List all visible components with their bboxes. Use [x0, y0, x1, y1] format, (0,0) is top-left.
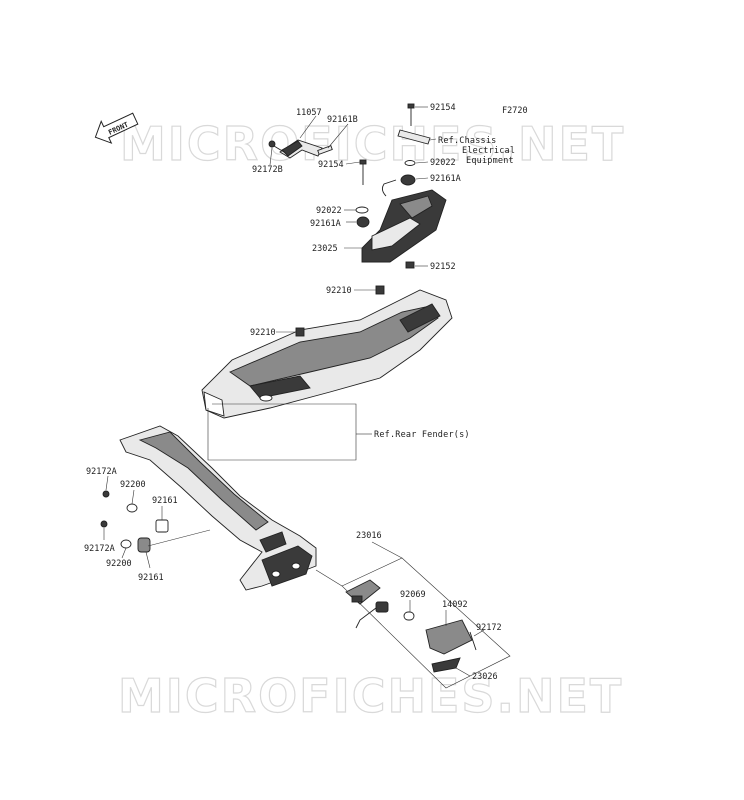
clip-92210-upper: [375, 285, 385, 295]
ref-chassis-line3: Equipment: [466, 156, 514, 166]
license-lamp-23016: [345, 579, 381, 605]
screw-92172: [469, 631, 477, 651]
bolt-92172A-upper: [102, 490, 110, 498]
lens-14092: [425, 619, 473, 655]
label-11057: 11057: [296, 108, 322, 118]
bolt-92154-mid: [359, 159, 367, 185]
leader-lines: [103, 106, 485, 677]
label-92161A-left: 92161A: [310, 219, 341, 229]
license-plate-bracket: [119, 425, 317, 591]
nut-92152: [405, 261, 415, 269]
grommet-92161-upper: [155, 519, 169, 533]
bulb-92069: [403, 611, 415, 621]
label-92161B: 92161B: [327, 115, 358, 125]
grommet-92161A-right: [400, 174, 416, 186]
clip-92210-lower: [295, 327, 305, 337]
grommet-92161-lower: [137, 537, 151, 553]
ref-rear-fender: Ref.Rear Fender(s): [374, 430, 470, 440]
rear-fender-tray: [201, 289, 453, 419]
label-92152: 92152: [430, 262, 456, 272]
label-92154-mid: 92154: [318, 160, 344, 170]
label-92210-upper: 92210: [326, 286, 352, 296]
license-light-box: [341, 557, 511, 689]
washer-92200-lower: [120, 539, 132, 549]
watermark-top: MICROFICHES.NET: [120, 117, 625, 171]
label-92210-lower: 92210: [250, 328, 276, 338]
label-92154-top: 92154: [430, 103, 456, 113]
label-92022-right: 92022: [430, 158, 456, 168]
label-92172A-upper: 92172A: [86, 467, 117, 477]
figure-code: F2720: [502, 106, 528, 116]
label-92161-lower: 92161: [138, 573, 164, 583]
plate-chassis: [397, 129, 431, 145]
grommet-92161A-left: [356, 216, 370, 228]
label-92200-lower: 92200: [106, 559, 132, 569]
bolt-92172A-lower: [100, 520, 108, 528]
label-92022-left: 92022: [316, 206, 342, 216]
washer-92022-left: [355, 206, 369, 214]
label-14092: 14092: [442, 600, 468, 610]
label-92172: 92172: [476, 623, 502, 633]
bolt-92154-top: [407, 103, 415, 126]
washer-92022-right: [404, 160, 416, 166]
socket-wire: [355, 601, 389, 629]
label-92200-upper: 92200: [120, 480, 146, 490]
label-23026: 23026: [472, 672, 498, 682]
washer-92200-upper: [126, 503, 138, 513]
bracket-11057: [279, 139, 323, 159]
ref-chassis-line2: Electrical: [462, 146, 515, 156]
bolt-92161B: [317, 145, 333, 155]
watermark-bottom: MICROFICHES.NET: [118, 669, 623, 723]
label-92172A-lower: 92172A: [84, 544, 115, 554]
label-92161A-right: 92161A: [430, 174, 461, 184]
label-23025: 23025: [312, 244, 338, 254]
label-92161-upper: 92161: [152, 496, 178, 506]
label-92069: 92069: [400, 590, 426, 600]
label-92172B: 92172B: [252, 165, 283, 175]
label-23016: 23016: [356, 531, 382, 541]
bolt-92172B: [268, 140, 285, 153]
cover-23025: [361, 179, 447, 263]
ref-chassis-line1: Ref.Chassis: [438, 136, 497, 146]
